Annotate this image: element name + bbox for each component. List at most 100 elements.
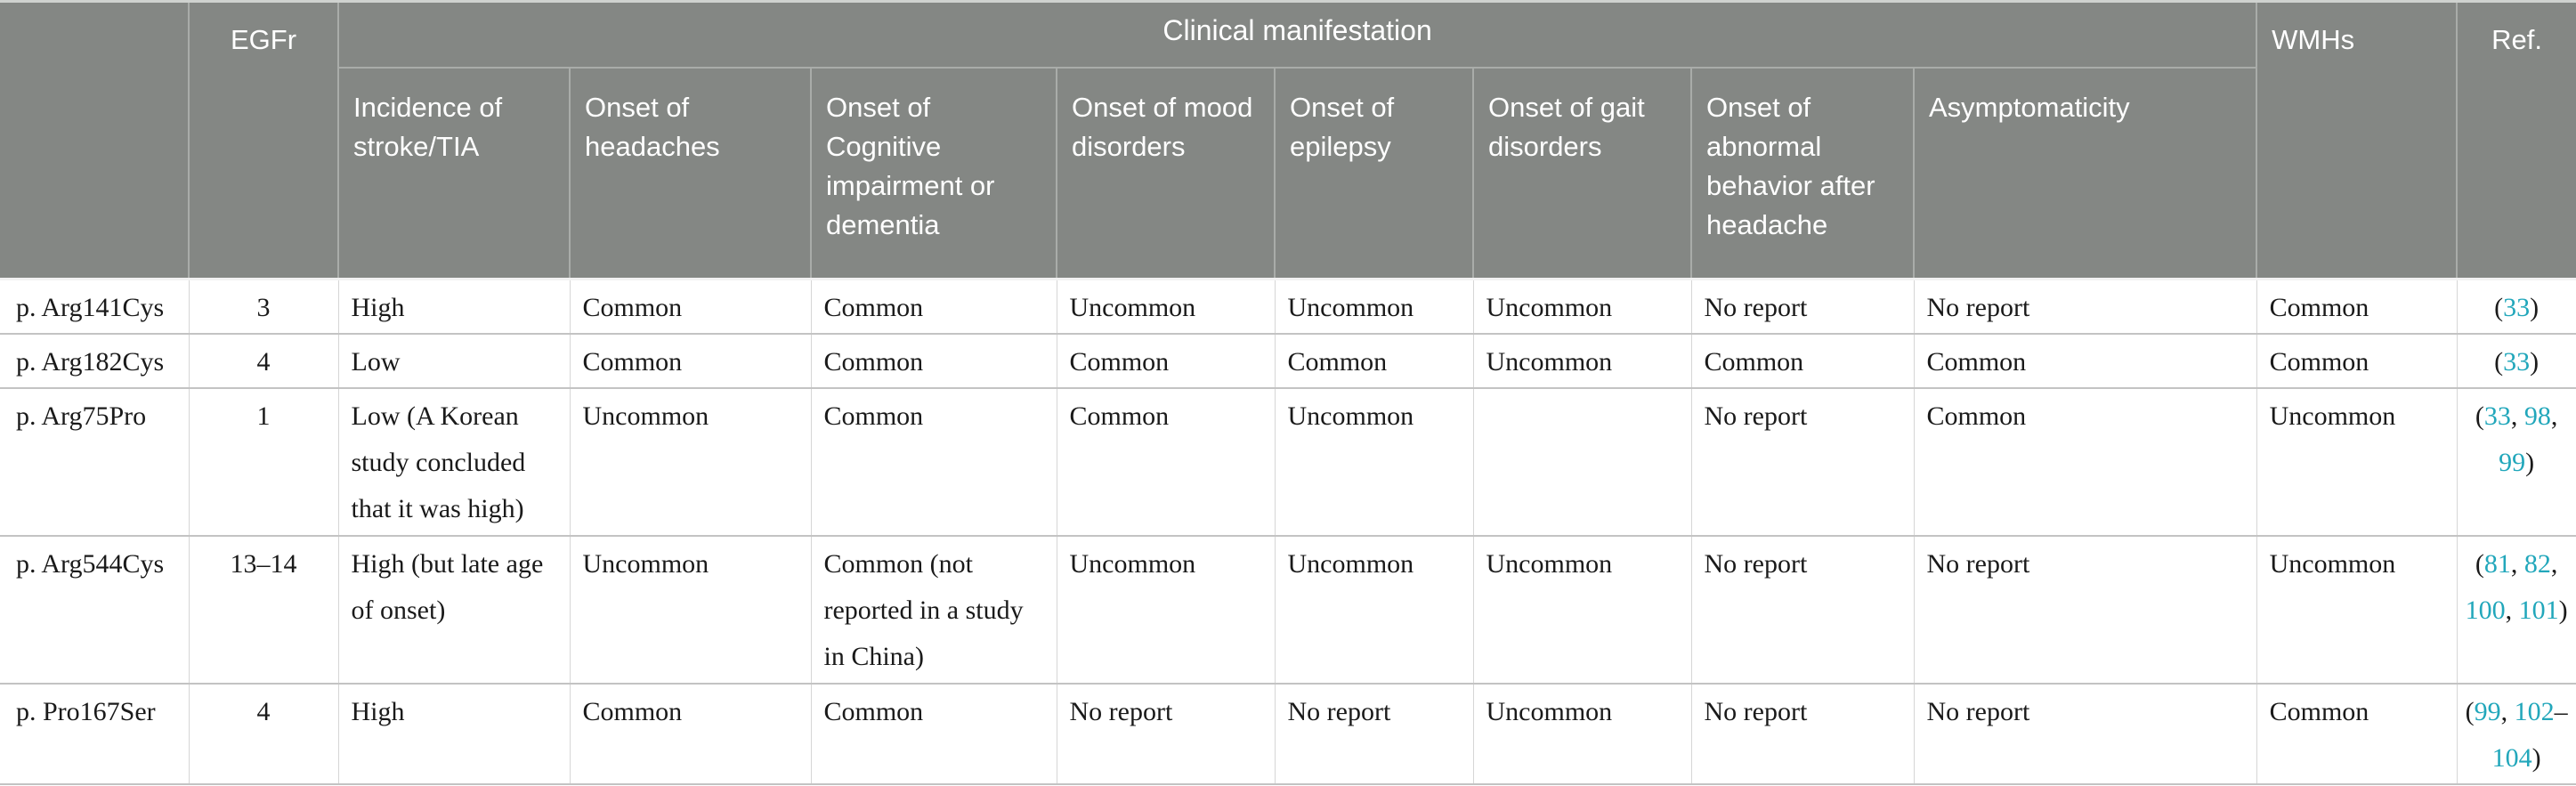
cell-cognitive: Common <box>810 279 1057 335</box>
table-row-arg141cys: p. Arg141Cys 3 High Common Common Uncomm… <box>0 279 2576 335</box>
citation-link[interactable]: 33 <box>2483 401 2511 431</box>
cell-wmhs: Common <box>2256 333 2458 389</box>
col-header-cognitive-impairment: Onset of Cognitive impairment or dementi… <box>810 67 1057 280</box>
cell-mood: Common <box>1056 387 1276 537</box>
ref-punctuation: ( <box>2494 346 2504 377</box>
cell-abnormal-behavior: Common <box>1690 333 1915 389</box>
col-header-stroke-incidence: Incidence of stroke/TIA <box>338 67 571 280</box>
cell-abnormal-behavior: No report <box>1690 535 1915 685</box>
cell-asymptomaticity: No report <box>1913 279 2257 335</box>
cell-abnormal-behavior: No report <box>1690 279 1915 335</box>
cell-asymptomaticity: Common <box>1913 387 2257 537</box>
cell-headaches: Uncommon <box>569 387 812 537</box>
cell-stroke-incidence: High (but late age of onset) <box>337 535 571 685</box>
cell-epilepsy: Common <box>1274 333 1474 389</box>
cell-asymptomaticity: No report <box>1913 535 2257 685</box>
ref-punctuation: ) <box>2558 595 2568 625</box>
cell-wmhs: Common <box>2256 683 2458 785</box>
cell-mood: Common <box>1056 333 1276 389</box>
header-sub-row: Incidence of stroke/TIA Onset of headach… <box>0 67 2576 280</box>
cell-abnormal-behavior: No report <box>1690 683 1915 785</box>
cell-ref: (33) <box>2456 333 2576 389</box>
cell-asymptomaticity: Common <box>1913 333 2257 389</box>
cell-mutation: p. Pro167Ser <box>0 683 190 785</box>
citation-link[interactable]: 81 <box>2483 548 2511 579</box>
cell-stroke-incidence: High <box>337 279 571 335</box>
cell-mutation: p. Arg141Cys <box>0 279 190 335</box>
cell-epilepsy: No report <box>1274 683 1474 785</box>
col-header-egfr: EGFr <box>188 0 339 280</box>
cell-egfr: 13–14 <box>188 535 339 685</box>
ref-punctuation: , <box>2500 696 2515 726</box>
cell-cognitive: Common <box>810 387 1057 537</box>
header-group-row: EGFr Clinical manifestation WMHs Ref. <box>0 0 2576 280</box>
col-header-mutation-blank <box>0 0 190 280</box>
cell-headaches: Common <box>569 279 812 335</box>
ref-punctuation: ( <box>2494 293 2504 322</box>
cell-ref: (33, 98, 99) <box>2456 387 2576 537</box>
cell-mutation: p. Arg182Cys <box>0 333 190 389</box>
cell-mood: Uncommon <box>1056 535 1276 685</box>
cell-mood: No report <box>1056 683 1276 785</box>
cell-gait: Uncommon <box>1472 535 1692 685</box>
cell-epilepsy: Uncommon <box>1274 387 1474 537</box>
cell-asymptomaticity: No report <box>1913 683 2257 785</box>
col-header-ref: Ref. <box>2456 0 2576 280</box>
cell-wmhs: Uncommon <box>2256 387 2458 537</box>
cell-cognitive: Common <box>810 333 1057 389</box>
ref-punctuation: , <box>2510 401 2524 431</box>
ref-punctuation: ( <box>2465 696 2475 726</box>
cell-egfr: 1 <box>188 387 339 537</box>
cell-cognitive: Common (not reported in a study in China… <box>810 535 1057 685</box>
col-header-epilepsy: Onset of epilepsy <box>1274 67 1474 280</box>
cell-stroke-incidence: High <box>337 683 571 785</box>
col-header-abnormal-behavior: Onset of abnormal behavior after headach… <box>1690 67 1915 280</box>
cell-egfr: 4 <box>188 333 339 389</box>
cell-cognitive: Common <box>810 683 1057 785</box>
group-header-clinical-manifestation: Clinical manifestation <box>336 0 2258 69</box>
citation-link[interactable]: 104 <box>2491 742 2532 773</box>
col-header-headaches: Onset of headaches <box>569 67 812 280</box>
table-body: p. Arg141Cys 3 High Common Common Uncomm… <box>0 279 2576 785</box>
cell-ref: (81, 82, 100, 101) <box>2456 535 2576 685</box>
table-header: EGFr Clinical manifestation WMHs Ref. In… <box>0 0 2576 280</box>
ref-punctuation: , <box>2550 401 2558 431</box>
cell-epilepsy: Uncommon <box>1274 535 1474 685</box>
col-header-wmhs: WMHs <box>2256 0 2459 280</box>
cell-gait <box>1472 387 1692 537</box>
ref-punctuation: ) <box>2525 447 2535 477</box>
cell-ref: (33) <box>2456 279 2576 335</box>
citation-link[interactable]: 33 <box>2503 346 2531 377</box>
cell-mood: Uncommon <box>1056 279 1276 335</box>
citation-link[interactable]: 102 <box>2514 696 2555 726</box>
cell-mutation: p. Arg544Cys <box>0 535 190 685</box>
table-row-arg75pro: p. Arg75Pro 1 Low (A Korean study conclu… <box>0 387 2576 537</box>
citation-link[interactable]: 99 <box>2474 696 2501 726</box>
col-header-mood-disorders: Onset of mood disorders <box>1056 67 1276 280</box>
col-header-asymptomaticity: Asymptomaticity <box>1912 67 2257 280</box>
citation-link[interactable]: 33 <box>2503 293 2531 322</box>
ref-punctuation: ) <box>2530 293 2540 322</box>
citation-link[interactable]: 98 <box>2523 401 2551 431</box>
ref-punctuation: , <box>2550 548 2558 579</box>
ref-punctuation: , <box>2505 595 2519 625</box>
citation-link[interactable]: 82 <box>2523 548 2551 579</box>
cell-epilepsy: Uncommon <box>1274 279 1474 335</box>
cell-gait: Uncommon <box>1472 683 1692 785</box>
ref-punctuation: ( <box>2475 401 2484 431</box>
cell-ref: (99, 102–104) <box>2456 683 2576 785</box>
citation-link[interactable]: 100 <box>2465 595 2506 625</box>
cell-gait: Uncommon <box>1472 333 1692 389</box>
ref-punctuation: ) <box>2531 742 2541 773</box>
ref-punctuation: ( <box>2475 548 2484 579</box>
cell-headaches: Uncommon <box>569 535 812 685</box>
citation-link[interactable]: 99 <box>2499 447 2526 477</box>
cell-abnormal-behavior: No report <box>1690 387 1915 537</box>
cell-egfr: 3 <box>188 279 339 335</box>
cell-headaches: Common <box>569 683 812 785</box>
col-header-gait-disorders: Onset of gait disorders <box>1472 67 1692 280</box>
cell-wmhs: Common <box>2256 279 2458 335</box>
ref-punctuation: , <box>2510 548 2524 579</box>
citation-link[interactable]: 101 <box>2518 595 2559 625</box>
